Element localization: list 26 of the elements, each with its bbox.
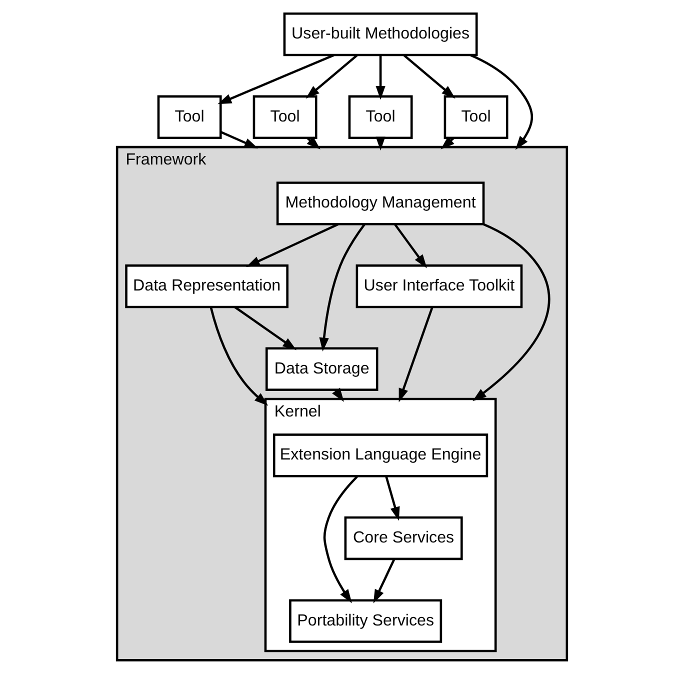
node-box: Core Services xyxy=(344,516,462,560)
node-box: Portability Services xyxy=(288,598,442,642)
node-box: Data Representation xyxy=(124,264,288,308)
arrow xyxy=(209,306,268,406)
arrow xyxy=(217,54,334,104)
arrow xyxy=(472,222,550,401)
arrow xyxy=(220,130,258,148)
arrow xyxy=(384,476,400,520)
arrow xyxy=(402,54,455,98)
node-box: Methodology Management xyxy=(276,181,484,225)
arrow xyxy=(394,223,426,268)
node-box: User-built Methodologies xyxy=(282,12,478,56)
arrow xyxy=(470,54,533,150)
arrow xyxy=(305,54,358,98)
node-box: User Interface Toolkit xyxy=(355,264,522,308)
node-box: Tool xyxy=(156,94,222,139)
arrow xyxy=(234,306,296,350)
arrow xyxy=(372,558,395,603)
arrow xyxy=(246,222,338,266)
arrow xyxy=(398,306,433,402)
arrow xyxy=(318,223,365,352)
node-box: Tool xyxy=(443,94,508,139)
node-box: Extension Language Engine xyxy=(272,433,488,477)
arrow xyxy=(375,54,385,100)
node-box: Tool xyxy=(252,94,317,139)
arrow xyxy=(322,475,358,603)
